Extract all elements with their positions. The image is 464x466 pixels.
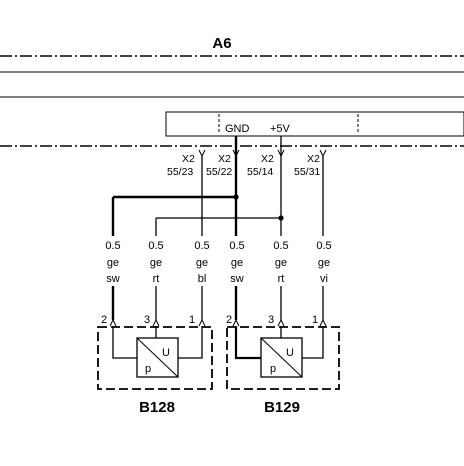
svg-text:sw: sw bbox=[106, 273, 120, 285]
svg-text:bl: bl bbox=[198, 273, 207, 285]
internal-wire-gnd bbox=[112, 326, 137, 359]
sensor-pin-symbols bbox=[109, 318, 206, 327]
symbol-u: U bbox=[162, 347, 170, 359]
connector-2: X2 55/22 bbox=[206, 153, 232, 178]
svg-text:ge: ge bbox=[107, 257, 119, 269]
connector-pin: 55/22 bbox=[206, 166, 232, 178]
supply-label: +5V bbox=[270, 123, 291, 135]
svg-text:ge: ge bbox=[318, 257, 330, 269]
connector-3: X2 55/14 bbox=[247, 153, 274, 178]
pin-label: 3 bbox=[268, 314, 274, 326]
svg-text:0.5: 0.5 bbox=[316, 240, 331, 252]
svg-text:0.5: 0.5 bbox=[273, 240, 288, 252]
svg-text:ge: ge bbox=[231, 257, 243, 269]
module-title: A6 bbox=[212, 35, 231, 52]
transducer-diagonal bbox=[260, 337, 303, 378]
svg-text:sw: sw bbox=[230, 273, 244, 285]
connector-pin: 55/14 bbox=[247, 166, 273, 178]
connector-name: X2 bbox=[307, 153, 320, 165]
svg-text:rt: rt bbox=[278, 273, 285, 285]
svg-text:vi: vi bbox=[320, 273, 328, 285]
wire-label-3: 0.5 ge bl bbox=[194, 240, 209, 285]
svg-text:0.5: 0.5 bbox=[148, 240, 163, 252]
symbol-u: U bbox=[286, 347, 294, 359]
sensor-pin-symbols bbox=[232, 318, 327, 327]
pin-symbol-1 bbox=[198, 149, 206, 158]
internal-wire-signal bbox=[178, 326, 203, 359]
sensor-boundary bbox=[97, 326, 213, 390]
splice-supply bbox=[278, 215, 284, 221]
wire-label-1: 0.5 ge sw bbox=[105, 240, 120, 285]
wire-label-5: 0.5 ge rt bbox=[273, 240, 288, 285]
connector-pin: 55/31 bbox=[294, 166, 320, 178]
connector-1: X2 55/23 bbox=[167, 153, 195, 178]
sensor-boundary bbox=[226, 326, 340, 390]
sensor-label: B129 bbox=[264, 399, 300, 416]
svg-text:0.5: 0.5 bbox=[229, 240, 244, 252]
pin-symbol-4 bbox=[319, 149, 327, 158]
svg-text:0.5: 0.5 bbox=[194, 240, 209, 252]
pin-label: 2 bbox=[226, 314, 232, 326]
svg-text:ge: ge bbox=[150, 257, 162, 269]
inner-block bbox=[165, 111, 464, 137]
internal-wire-gnd bbox=[234, 326, 261, 360]
sensor-b129: 2 3 1 U p B129 bbox=[226, 314, 340, 416]
svg-text:rt: rt bbox=[153, 273, 160, 285]
connector-name: X2 bbox=[261, 153, 274, 165]
symbol-p: p bbox=[145, 363, 151, 375]
svg-text:ge: ge bbox=[196, 257, 208, 269]
pin-label: 1 bbox=[189, 314, 195, 326]
pin-label: 3 bbox=[144, 314, 150, 326]
symbol-p: p bbox=[270, 363, 276, 375]
wire-label-6: 0.5 ge vi bbox=[316, 240, 331, 285]
connector-4: X2 55/31 bbox=[294, 153, 320, 178]
svg-text:0.5: 0.5 bbox=[105, 240, 120, 252]
internal-wire-signal bbox=[302, 326, 324, 359]
wire-label-2: 0.5 ge rt bbox=[148, 240, 163, 285]
connector-pin: 55/23 bbox=[167, 166, 193, 178]
pin-label: 1 bbox=[312, 314, 318, 326]
gnd-label: GND bbox=[225, 123, 250, 135]
sensor-label: B128 bbox=[139, 399, 175, 416]
sensor-b128: 2 3 1 U p B128 bbox=[97, 314, 213, 416]
connector-name: X2 bbox=[182, 153, 195, 165]
wire-label-4: 0.5 ge sw bbox=[229, 240, 244, 285]
splice-gnd bbox=[233, 194, 239, 200]
connector-name: X2 bbox=[218, 153, 231, 165]
pin-label: 2 bbox=[101, 314, 107, 326]
transducer-diagonal bbox=[136, 337, 179, 378]
svg-text:ge: ge bbox=[275, 257, 287, 269]
